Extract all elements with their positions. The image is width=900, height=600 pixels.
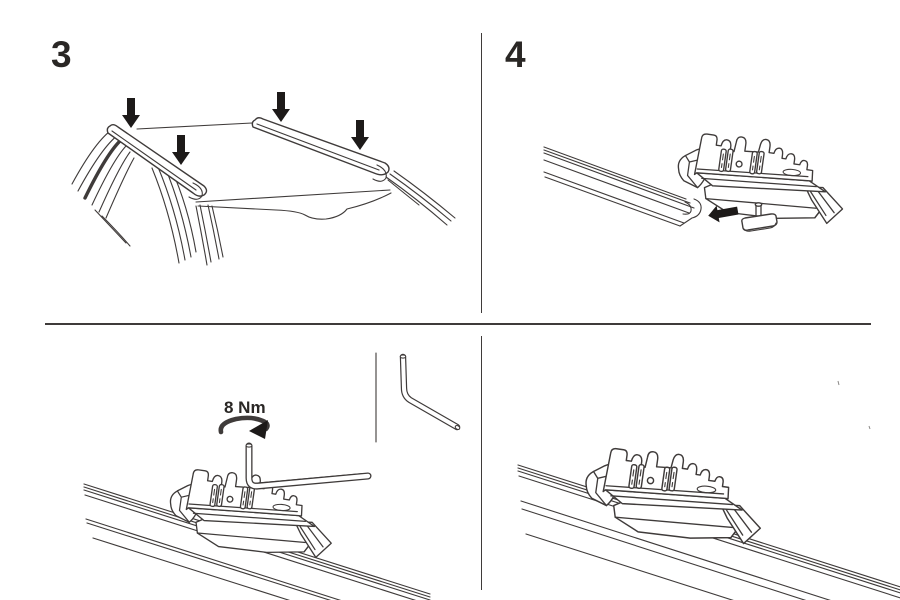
print-artifact xyxy=(868,425,871,430)
rear-window-lines xyxy=(195,189,392,220)
roof-front-edge xyxy=(136,122,253,130)
c-pillar-lines xyxy=(385,170,456,226)
down-arrow-icon xyxy=(122,98,140,128)
step-4-number: 4 xyxy=(505,34,526,75)
down-arrow-icon xyxy=(172,135,190,165)
t-bolt xyxy=(741,202,778,232)
crossbar-rail xyxy=(543,146,702,227)
hex-key-icon xyxy=(245,442,372,490)
step-4-panel: 4 xyxy=(480,0,900,320)
step-4-illustration xyxy=(543,127,852,232)
roof-rail-right xyxy=(251,117,390,182)
step-3-panel: 3 xyxy=(0,0,480,320)
a-pillar-lines xyxy=(71,128,135,247)
roof-rail-left xyxy=(106,124,208,200)
step-3-illustration xyxy=(71,92,456,266)
down-arrow-icon xyxy=(272,92,290,122)
panel-divider-horizontal xyxy=(45,323,871,325)
step-6-illustration xyxy=(517,380,900,600)
step-6-panel: 6 xyxy=(480,320,900,600)
torque-label: 8 Nm xyxy=(224,398,266,417)
load-carrier-foot xyxy=(579,441,770,550)
panel-divider-vertical-top xyxy=(480,33,482,313)
left-arrow-icon xyxy=(708,205,739,223)
panel-divider-vertical-bottom xyxy=(480,336,482,590)
b-pillar-lines xyxy=(195,204,224,266)
torque-rotation-arrow-icon xyxy=(218,415,270,439)
step-5-illustration: 8 Nm xyxy=(83,352,461,600)
rail-end-slot xyxy=(682,201,692,215)
car-roof-drawing xyxy=(71,92,456,266)
down-arrow-icon xyxy=(351,120,369,150)
print-artifact xyxy=(837,380,840,386)
step-3-number: 3 xyxy=(51,34,72,75)
hex-key-inset xyxy=(375,352,461,443)
step-5-panel: 8 Nm 5 xyxy=(0,320,480,600)
